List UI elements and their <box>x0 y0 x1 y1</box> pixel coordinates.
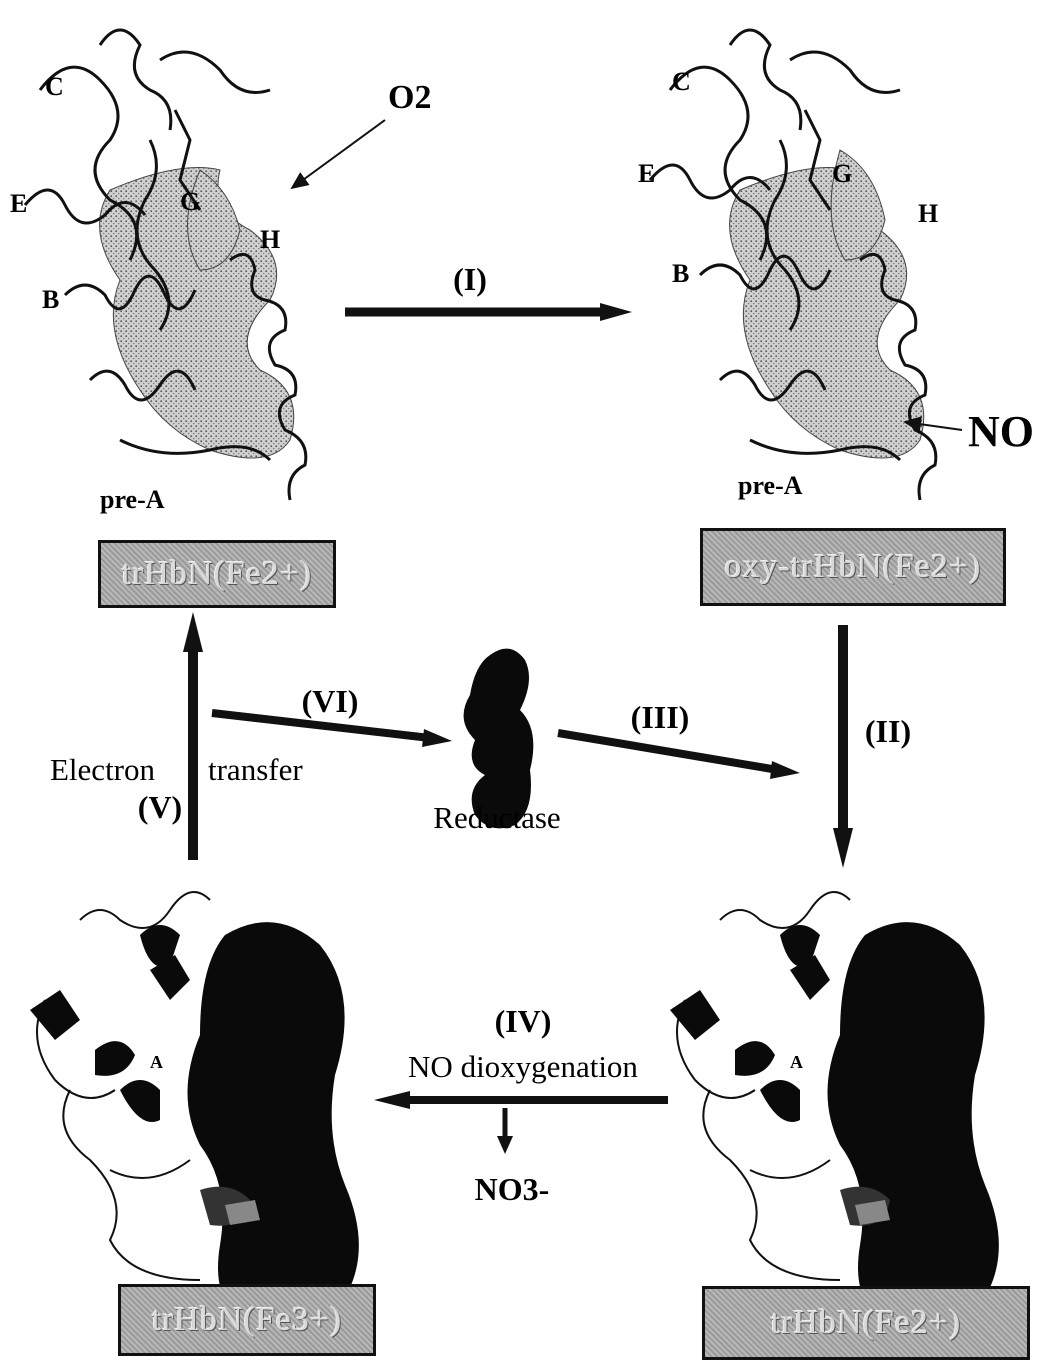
arrow-step-5-head <box>183 612 203 652</box>
nitrate-label: NO3- <box>475 1171 550 1207</box>
arrow-step-2-head <box>833 828 853 868</box>
structure-top-left <box>25 30 306 500</box>
arrow-step-4-head <box>374 1091 410 1109</box>
arrow-step-3-shaft <box>558 733 778 770</box>
helix-b-left: B <box>42 285 59 314</box>
electron-label: Electron <box>50 752 156 787</box>
helix-h-left: H <box>260 225 280 254</box>
state-box-trhbn-fe2: trHbN(Fe2+) <box>98 540 336 608</box>
structure-bottom-left <box>30 892 359 1332</box>
step-6-label: (VI) <box>302 683 359 719</box>
step-4-label: (IV) <box>495 1003 552 1039</box>
step-3-label: (III) <box>631 699 690 735</box>
state-box-bottom-left: trHbN(Fe3+) <box>118 1284 376 1356</box>
pre-a-left: pre-A <box>100 485 165 514</box>
arrow-step-3-head <box>770 761 800 779</box>
no-label: NO <box>968 407 1034 456</box>
transfer-label: transfer <box>208 752 303 787</box>
arrow-step-6-head <box>422 729 452 747</box>
helix-e-right: E <box>638 159 655 188</box>
helix-b-right: B <box>672 259 689 288</box>
helix-a-bottom-left: A <box>150 1052 163 1072</box>
o2-label: O2 <box>388 79 431 116</box>
o2-arrow <box>292 120 385 188</box>
step-5-label: (V) <box>138 789 182 825</box>
helix-g-right: G <box>832 159 852 188</box>
helix-g-left: G <box>180 187 200 216</box>
reductase-label: Reductase <box>433 800 560 835</box>
state-box-bottom-right: trHbN(Fe2+) <box>702 1286 1030 1360</box>
helix-c-right: C <box>672 67 691 96</box>
nitrate-arrow-head <box>497 1136 513 1154</box>
helix-h-right: H <box>918 199 938 228</box>
arrow-step-1-head <box>600 303 632 321</box>
structure-bottom-right <box>670 892 999 1332</box>
pre-a-right: pre-A <box>738 471 803 500</box>
helix-e-left: E <box>10 189 27 218</box>
step-1-label: (I) <box>453 261 487 297</box>
no-dioxygenation-label: NO dioxygenation <box>408 1049 638 1084</box>
helix-c-left: C <box>45 72 64 101</box>
structure-top-right <box>650 30 936 500</box>
helix-a-bottom-right: A <box>790 1052 803 1072</box>
step-2-label: (II) <box>865 713 911 749</box>
state-box-oxy-trhbn-fe2: oxy-trHbN(Fe2+) <box>700 528 1006 606</box>
